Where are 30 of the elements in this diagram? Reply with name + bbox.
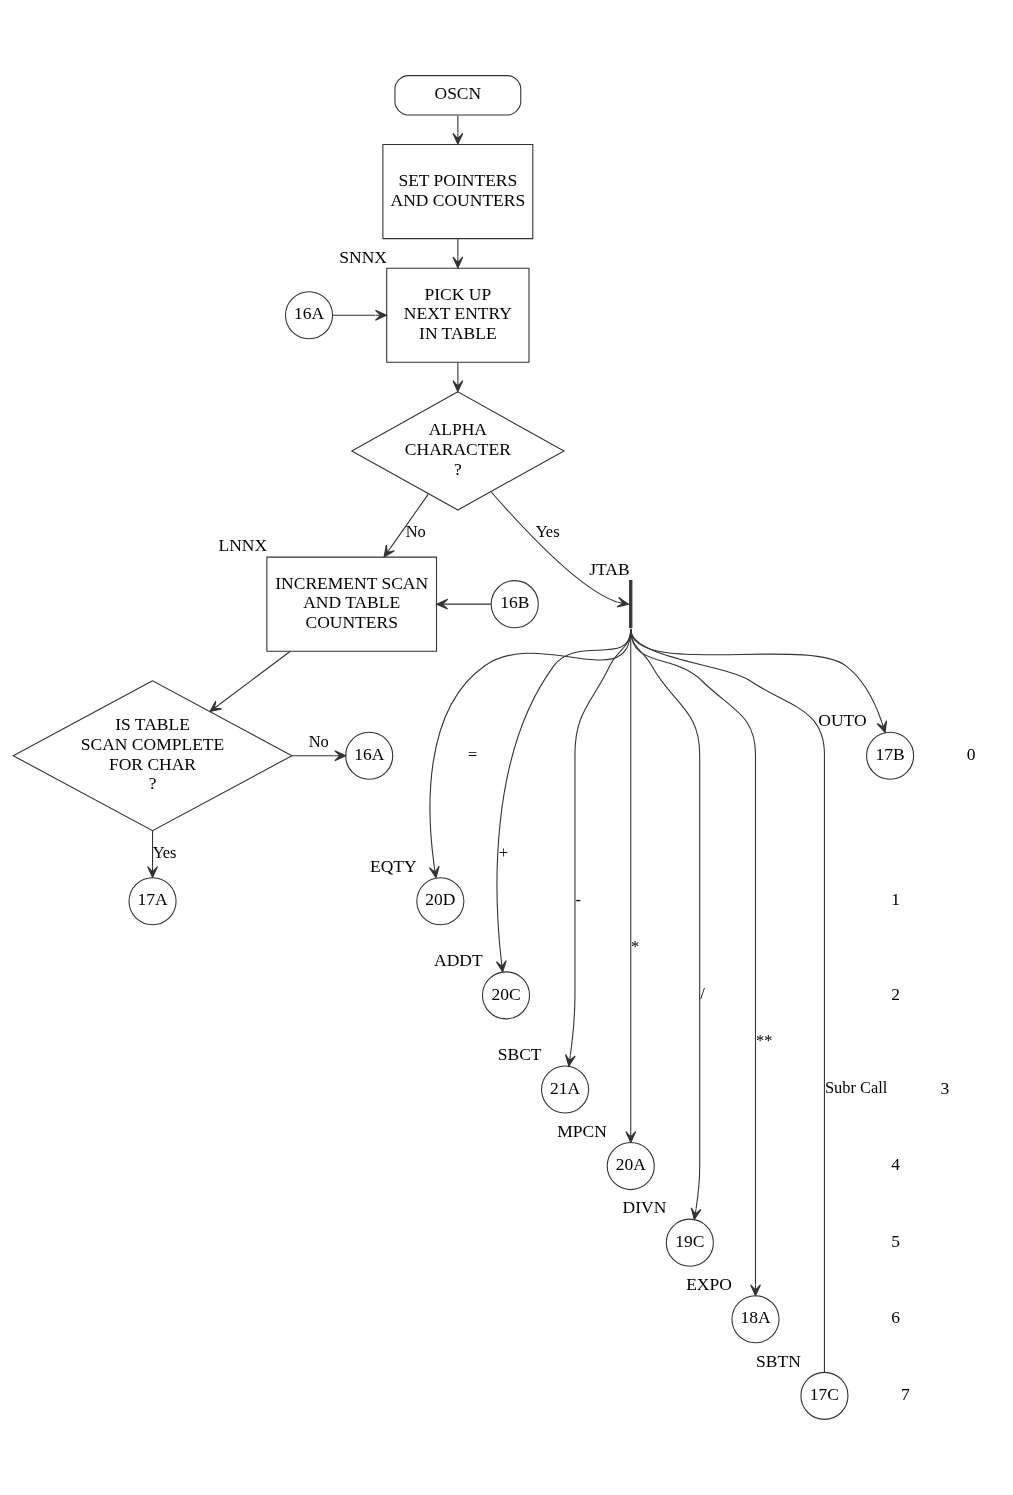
edge-label: + bbox=[498, 843, 508, 863]
node-label: EQTY bbox=[369, 856, 417, 877]
node-label: MPCN bbox=[556, 1120, 607, 1141]
label: 4 bbox=[890, 1154, 900, 1175]
node-label: ADDT bbox=[433, 950, 483, 971]
node-label: LNNX bbox=[218, 535, 267, 556]
label: 3 bbox=[939, 1077, 949, 1098]
label: 5 bbox=[890, 1230, 900, 1251]
node-label: JTAB bbox=[588, 558, 630, 579]
edge-label: Yes bbox=[152, 843, 177, 863]
node-label: SBTN bbox=[755, 1350, 801, 1371]
edge-label: = bbox=[467, 744, 477, 764]
node-label: OUTO bbox=[817, 710, 867, 731]
label: 6 bbox=[890, 1307, 900, 1328]
label: 0 bbox=[966, 743, 975, 764]
node-label: EXPO bbox=[685, 1274, 732, 1295]
node-label: SBCT bbox=[497, 1044, 542, 1065]
node-label: DIVN bbox=[622, 1197, 666, 1218]
edge-label: No bbox=[308, 731, 329, 751]
label: 1 bbox=[890, 889, 900, 910]
edge-label: * bbox=[630, 937, 639, 957]
label: 2 bbox=[890, 983, 900, 1004]
edge-label: - bbox=[574, 890, 581, 910]
edge-label: No bbox=[405, 522, 426, 542]
edge-label: ** bbox=[755, 1031, 772, 1051]
node-label: SNNX bbox=[338, 246, 387, 267]
edge-label: Subr Call bbox=[824, 1078, 887, 1098]
label: 7 bbox=[900, 1384, 910, 1405]
edge-label: Yes bbox=[535, 522, 560, 542]
edge-label: / bbox=[699, 984, 705, 1004]
